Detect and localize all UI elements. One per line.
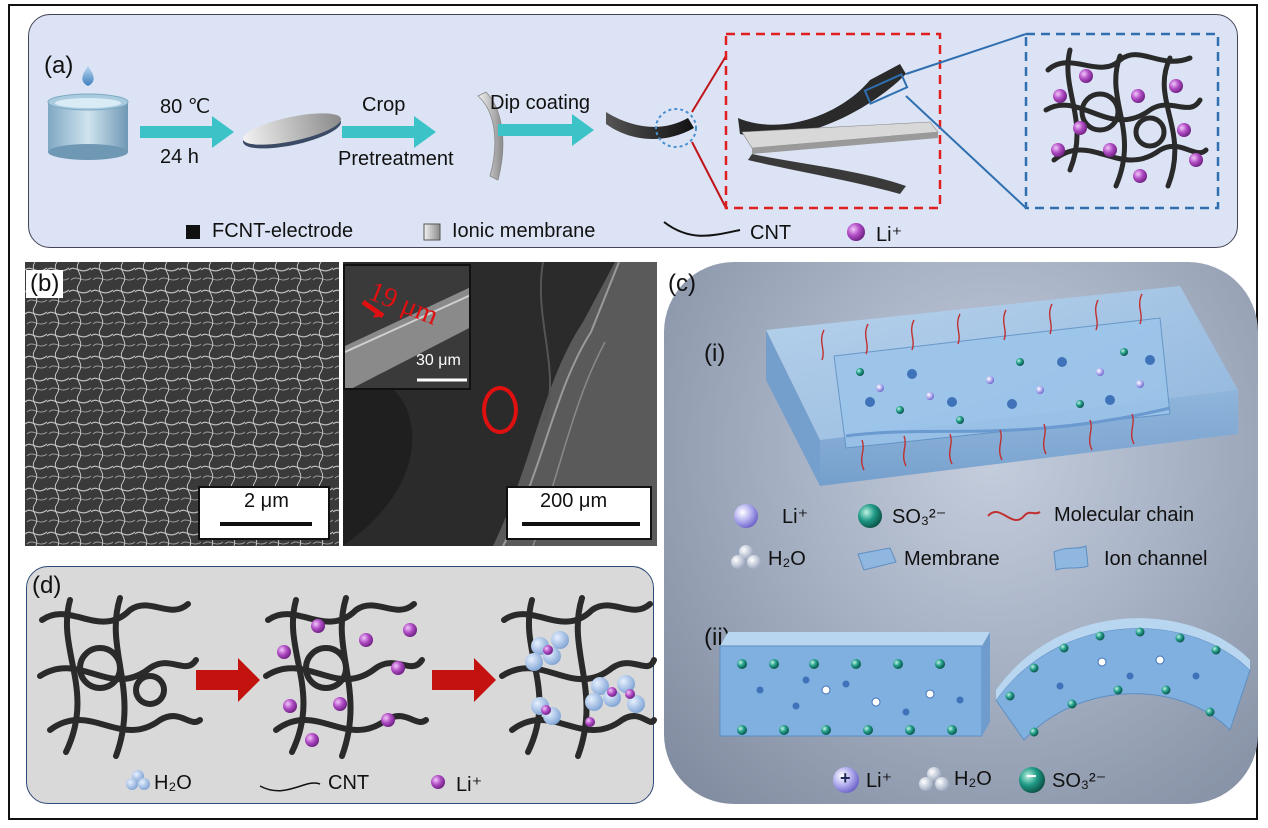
cnt-network-bare	[37, 595, 203, 759]
scale-bar-left-line	[220, 522, 312, 526]
legend2-so3-text: SO₃²⁻	[1052, 770, 1107, 792]
panel-a-graphics	[47, 32, 1220, 241]
legend-h2o-text: H₂O	[768, 548, 806, 570]
scale-bar-left-box: 2 μm	[198, 486, 330, 540]
bent-membrane-ions	[1005, 627, 1221, 737]
panel-c-label: (c)	[668, 270, 696, 297]
panel-a-label: (a)	[44, 52, 74, 79]
scale-bar-left-label: 2 μm	[244, 490, 289, 512]
cnt-li-network-icon	[1043, 47, 1209, 189]
cropped-strip-icon	[477, 91, 504, 181]
inset-scale-label: 30 μm	[416, 352, 461, 369]
step2-crop: Crop	[362, 94, 406, 116]
process-arrow-2	[342, 116, 436, 148]
legend-h2o-icon	[731, 545, 761, 569]
process-arrow-3	[498, 114, 594, 146]
legend-so3-sphere-icon	[858, 504, 882, 528]
step3-dip-coating: Dip coating	[490, 92, 591, 114]
legend-membrane-text: Membrane	[904, 548, 1000, 570]
panel-b-label: (b)	[26, 270, 64, 298]
sem-inset	[343, 264, 471, 390]
legend-d-h2o-icon	[126, 770, 150, 790]
legend-membrane-icon	[857, 547, 897, 571]
legend2-li-sphere-icon	[833, 767, 859, 793]
highlight-circle	[482, 386, 518, 434]
legend-d-li-ball	[431, 775, 445, 789]
scale-bar-right-label: 200 μm	[540, 490, 608, 512]
legend-channel-text: Ion channel	[1104, 548, 1208, 570]
legend-membrane-label: Ionic membrane	[452, 220, 596, 242]
legend-d-cnt-curve	[259, 782, 321, 792]
sem-inset-texture	[345, 287, 469, 388]
bent-membrane-section	[995, 618, 1251, 741]
cnt-network-li	[263, 595, 429, 759]
solution-beaker-icon	[47, 93, 129, 160]
transform-arrow-1	[196, 658, 260, 702]
legend-so3-text: SO₃²⁻	[892, 506, 947, 528]
legend2-plus-sign: +	[840, 768, 851, 788]
legend2-minus-sign: −	[1026, 766, 1037, 786]
actuator-sandwich-icon	[738, 64, 939, 194]
li-ions-d3	[541, 645, 635, 727]
legend2-h2o-text: H₂O	[954, 768, 992, 790]
coated-strip-icon	[606, 112, 694, 140]
legend-electrode-label: FCNT-electrode	[212, 220, 354, 242]
legend-li-sphere-icon	[734, 504, 758, 528]
li-ions-cluster	[1051, 69, 1203, 183]
membrane-disc-icon	[243, 113, 341, 149]
legend2-h2o-icon	[919, 767, 949, 791]
step2-pretreatment: Pretreatment	[338, 148, 454, 170]
legend-chain-icon	[987, 510, 1041, 522]
process-arrow-1	[140, 116, 234, 148]
legend-d-li-text: Li⁺	[456, 774, 483, 796]
legend-d-cnt-text: CNT	[328, 772, 370, 794]
legend-cnt-label: CNT	[750, 222, 792, 244]
legend2-li-text: Li⁺	[866, 770, 893, 792]
legend-chain-text: Molecular chain	[1054, 504, 1195, 526]
scale-bar-right-line	[522, 522, 640, 526]
actuator-zoom-box	[724, 32, 942, 210]
panel-c-sub-i: (i)	[704, 340, 726, 367]
panel-d-label: (d)	[32, 572, 62, 599]
legend-d-h2o-text: H₂O	[154, 772, 192, 794]
ions-in-channel	[856, 348, 1155, 424]
legend-li-label: Li⁺	[876, 224, 903, 246]
flat-membrane-ions	[737, 659, 964, 735]
legend-cnt-curve	[663, 221, 741, 237]
li-ions-d2	[277, 619, 417, 747]
zoom-circle	[655, 108, 697, 148]
molecular-chains	[821, 293, 1143, 471]
legend-channel-icon	[1053, 545, 1089, 571]
droplet-icon	[82, 66, 94, 86]
legend-electrode-swatch	[186, 225, 200, 239]
cnt-network-zoom-box	[1024, 32, 1220, 210]
scale-bar-right-box: 200 μm	[506, 486, 652, 540]
sem-texture-right	[343, 262, 657, 546]
legend2-so3-sphere-icon	[1019, 767, 1045, 793]
legend-li-ball	[847, 223, 865, 241]
step1-temperature: 80 ℃	[160, 96, 211, 118]
legend-membrane-swatch	[423, 223, 441, 241]
membrane-block-3d	[766, 286, 1238, 486]
step1-time: 24 h	[160, 146, 199, 168]
legend-li-text: Li⁺	[782, 506, 809, 528]
transform-arrow-2	[432, 658, 496, 702]
